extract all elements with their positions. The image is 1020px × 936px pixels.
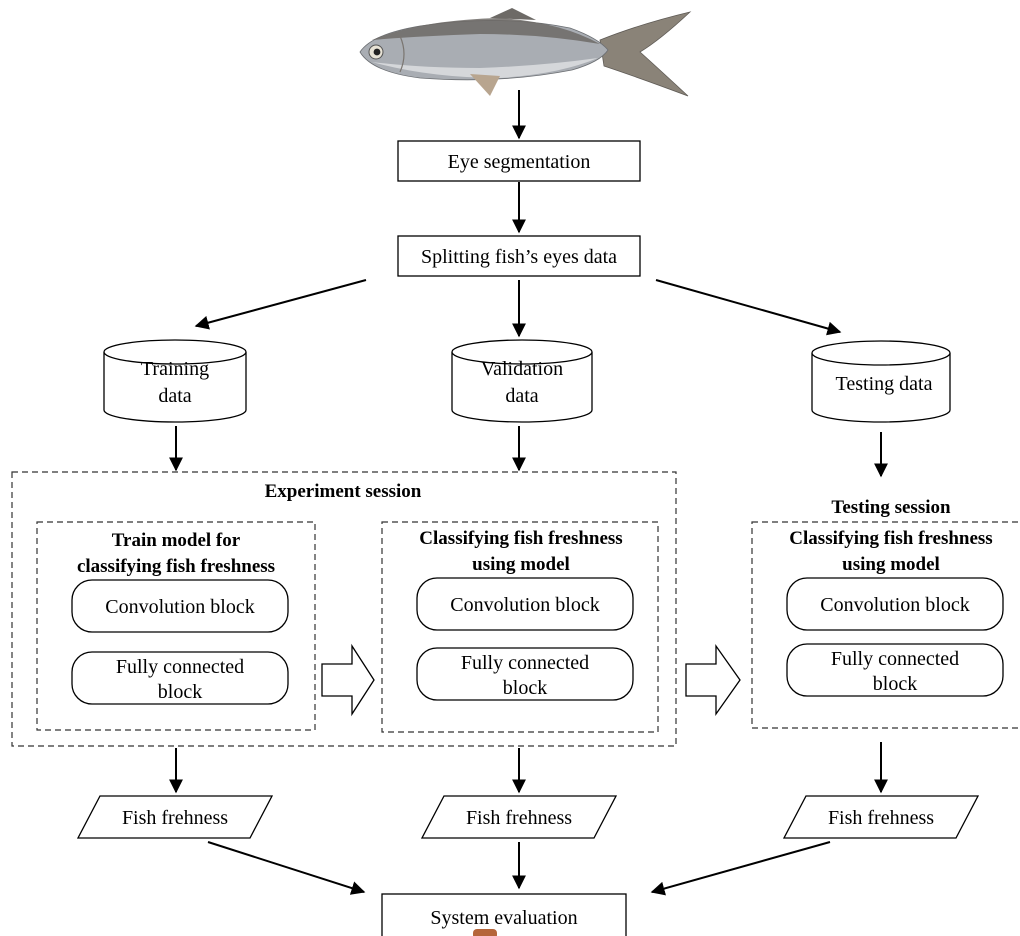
train-model-title-2: classifying fish freshness (77, 556, 275, 577)
testing-session-title: Testing session (831, 497, 951, 518)
classify-experiment-convolution-block (416, 577, 634, 631)
validation-data-label-1: Validation (481, 358, 563, 380)
output-label-1: Fish frehness (122, 807, 228, 829)
classify-experiment-fully-connected-label-1: Fully connected (461, 652, 589, 674)
arrow-split-to-training (194, 279, 367, 330)
fish-image (359, 8, 692, 97)
arrow-output-3-to-evaluation (650, 841, 831, 896)
output-fish-freshness-3: Fish frehness (782, 795, 980, 839)
testing-data-cylinder: Testing data (811, 340, 951, 423)
validation-data-label-2: data (505, 385, 538, 407)
output-fish-freshness-2: Fish frehness (420, 795, 618, 839)
experiment-session-group: Experiment session (11, 471, 677, 747)
classify-experiment-title-1: Classifying fish freshness (419, 528, 622, 549)
system-evaluation-box: System evaluation (381, 893, 627, 936)
small-badge-icon (473, 929, 497, 936)
classify-testing-fully-connected-label-2: block (873, 673, 917, 695)
train-fully-connected-label-1: Fully connected (116, 656, 244, 678)
testing-data-label: Testing data (836, 373, 933, 395)
training-data-label-2: data (158, 385, 191, 407)
splitting-box: Splitting fish’s eyes data (397, 235, 641, 277)
system-evaluation-label: System evaluation (430, 907, 577, 929)
classify-testing-title-2: using model (842, 554, 940, 575)
train-model-group: Train model for classifying fish freshne… (36, 521, 316, 731)
testing-session-group: Testing session Classifying fish freshne… (751, 497, 1020, 729)
output-label-3: Fish frehness (828, 807, 934, 829)
train-fully-connected-block (71, 651, 289, 705)
validation-data-cylinder: Validation data (451, 339, 593, 423)
training-data-label-1: Training (141, 358, 209, 380)
train-convolution-label: Convolution block (105, 596, 254, 618)
training-data-cylinder: Training data (103, 339, 247, 423)
arrow-output-1-to-evaluation (207, 841, 366, 895)
hollow-arrow-train-to-classify (321, 643, 375, 717)
train-model-title-1: Train model for (112, 530, 241, 551)
classify-testing-title-1: Classifying fish freshness (789, 528, 992, 549)
experiment-session-title: Experiment session (265, 481, 422, 502)
train-convolution-block (71, 579, 289, 633)
classify-experiment-group: Classifying fish freshness using model C… (381, 521, 659, 733)
classify-testing-fully-connected-block (786, 643, 1004, 697)
classify-experiment-title-2: using model (472, 554, 570, 575)
hollow-arrow-experiment-to-testing (685, 643, 741, 717)
classify-experiment-fully-connected-block (416, 647, 634, 701)
classify-testing-convolution-label: Convolution block (820, 594, 969, 616)
output-label-2: Fish frehness (466, 807, 572, 829)
classify-experiment-fully-connected-label-2: block (503, 677, 547, 699)
classify-experiment-convolution-label: Convolution block (450, 594, 599, 616)
train-fully-connected-label-2: block (158, 681, 202, 703)
eye-segmentation-box: Eye segmentation (397, 140, 641, 182)
classify-testing-fully-connected-label-1: Fully connected (831, 648, 959, 670)
splitting-label: Splitting fish’s eyes data (421, 246, 617, 268)
eye-segmentation-label: Eye segmentation (448, 151, 591, 173)
arrow-split-to-testing (655, 279, 842, 336)
classify-testing-convolution-block (786, 577, 1004, 631)
output-fish-freshness-1: Fish frehness (76, 795, 274, 839)
